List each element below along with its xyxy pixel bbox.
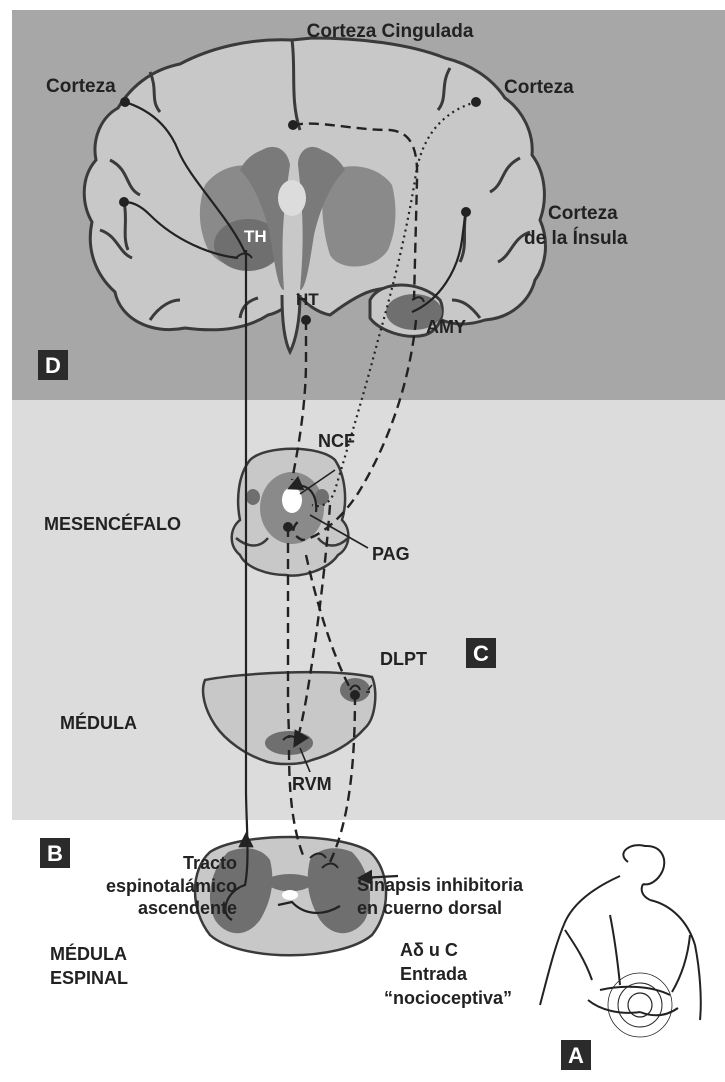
cingulate-node [288,120,298,130]
insula-node [461,207,471,217]
label-cingulate-cortex: Corteza Cingulada [307,21,474,42]
label-medulla: MÉDULA [60,712,137,733]
label-amy: AMY [426,317,466,337]
svg-text:C: C [473,641,489,666]
label-ncf: NCF [318,431,355,451]
badge-d: D [38,350,68,380]
badge-a: A [561,1040,591,1070]
label-synapse-line2: en cuerno dorsal [357,898,502,918]
cortex-right-node [471,97,481,107]
pag-node [283,522,293,532]
label-cortex-left: Corteza [46,76,116,97]
label-rvm: RVM [292,774,332,794]
label-input-line2: Entrada [400,964,468,984]
label-dlpt: DLPT [380,649,427,669]
brainstem-region-band [12,400,725,820]
label-synapse-line1: Sinapsis inhibitoria [357,875,524,895]
label-input-line1: Aδ u C [400,940,458,960]
badge-b: B [40,838,70,868]
cortex-left-node-2 [119,197,129,207]
label-ht: HT [296,290,319,309]
label-tract-line1: Tracto [183,853,237,873]
ht-node [301,315,311,325]
label-spinal-line1: MÉDULA [50,943,127,964]
dlpt-node [350,690,360,700]
label-insula-line1: Corteza [548,203,618,224]
label-th: TH [244,227,267,246]
label-tract-line2: espinotalámico [106,876,237,896]
svg-text:A: A [568,1043,584,1068]
label-cortex-right: Corteza [504,77,574,98]
label-mesencephalon: MESENCÉFALO [44,513,181,534]
cortex-left-node [120,97,130,107]
label-spinal-line2: ESPINAL [50,968,128,988]
label-tract-line3: ascendente [138,898,237,918]
label-insula-line2: de la Ínsula [524,227,628,249]
mesencephalon-section [232,449,349,576]
label-input-line3: “nocioceptiva” [384,988,512,1008]
svg-text:B: B [47,841,63,866]
svg-text:D: D [45,353,61,378]
badge-c: C [466,638,496,668]
label-pag: PAG [372,544,410,564]
